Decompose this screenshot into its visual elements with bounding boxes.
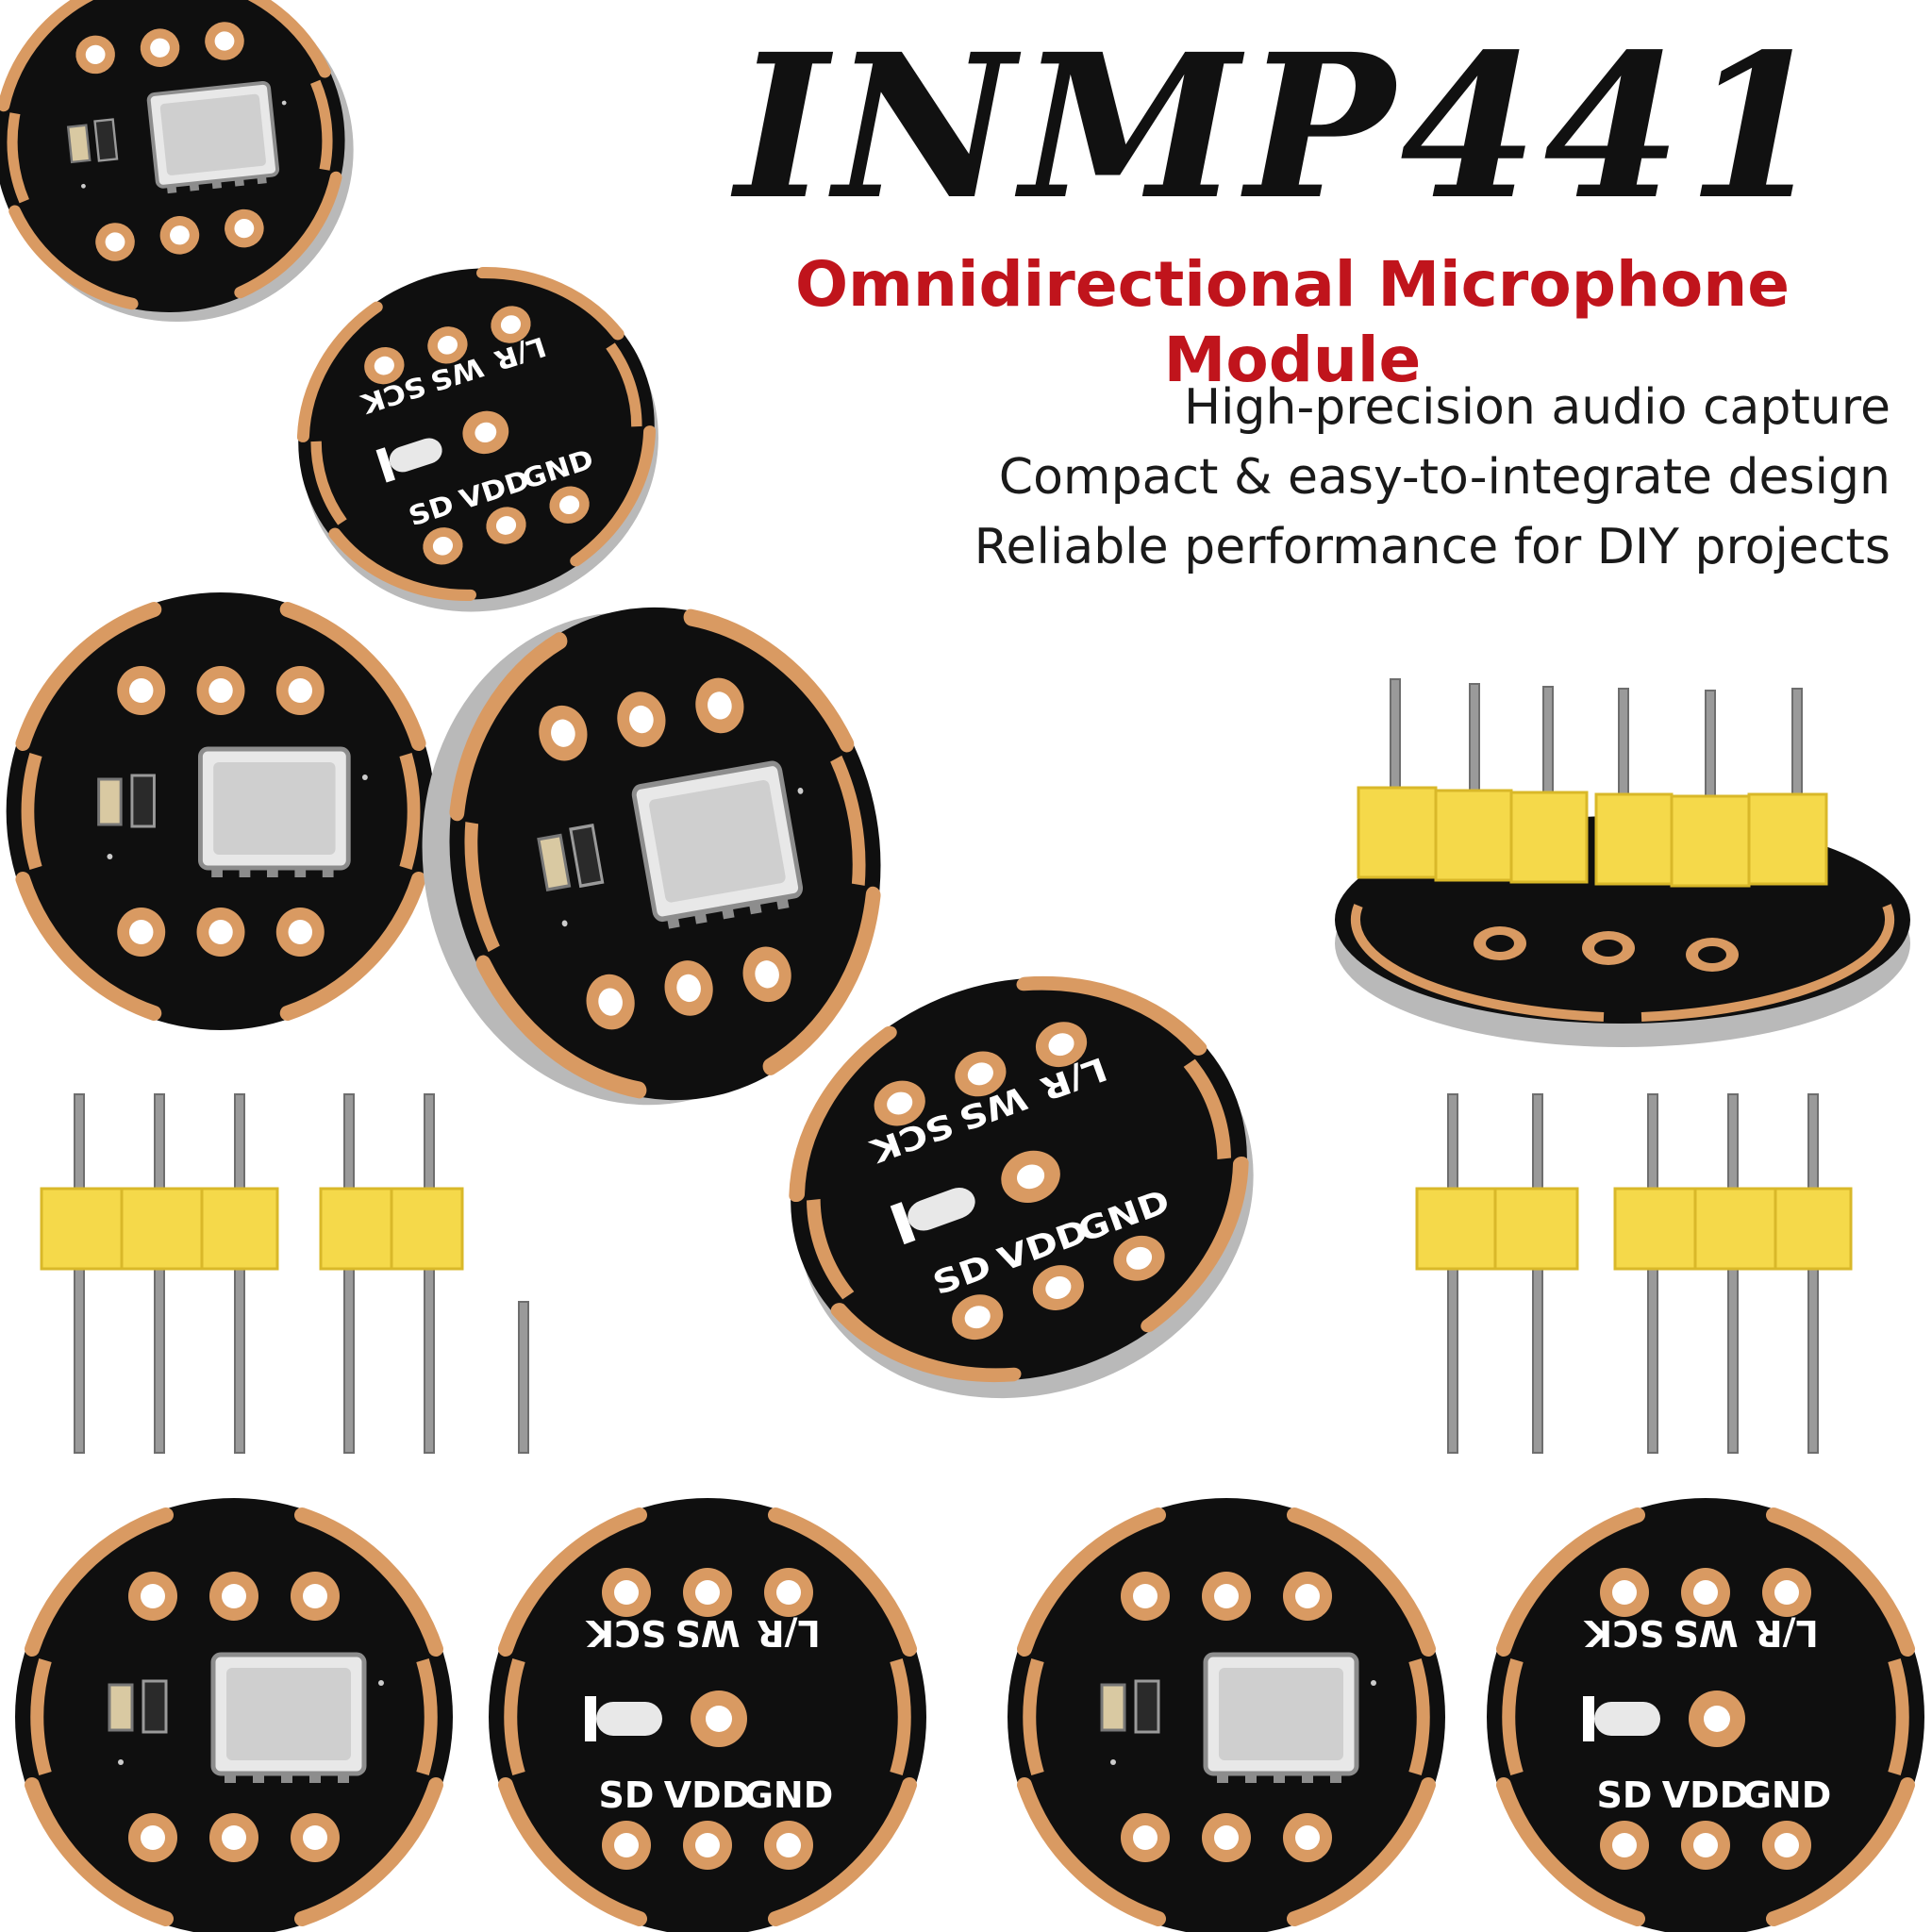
product-subtitle: Omnidirectional Microphone Module [794,248,1790,396]
board-bottom-1-front [15,1498,453,1932]
pin-label-sck: SCK [1583,1612,1664,1654]
pin-label-lr: L/R [1755,1612,1818,1654]
board-middle-center-back: SCK WS L/R SD VDD GND [733,915,1310,1461]
board-bottom-4-back: SCK WS L/R SD VDD GND [1487,1498,1924,1932]
pin-label-gnd: GND [744,1774,834,1816]
product-title: INMP441 [735,10,1831,243]
board-bottom-2-back: SCK WS L/R SD VDD GND [489,1498,926,1932]
feature-item: Reliable performance for DIY projects [974,519,1890,575]
board-middle-left-front [7,592,436,1030]
pin-label-vdd: VDD [664,1774,752,1816]
board-bottom-3-front [1008,1498,1445,1932]
loose-header-right-b [1613,1092,1853,1455]
pin-label-sck: SCK [585,1612,666,1654]
board-middle-center-front [384,573,920,1139]
feature-item: Compact & easy-to-integrate design [998,449,1890,506]
pin-label-ws: WS [675,1612,740,1654]
pin-label-ws: WS [1673,1612,1738,1654]
feature-list: High-precision audio capture Compact & e… [853,373,1890,582]
loose-header-left-b [319,1093,529,1454]
loose-header-left-a [40,1092,279,1455]
board-top-left-front [0,0,371,340]
pin-label-gnd: GND [1742,1774,1832,1816]
pin-label-vdd: VDD [1662,1774,1750,1816]
board-top-left-back: SCK WS L/R SD VDD GND [255,223,702,658]
loose-header-right-a [1415,1093,1579,1454]
board-with-header [1335,678,1910,1047]
pin-label-lr: L/R [757,1612,820,1654]
pin-label-sd: SD [1597,1774,1653,1816]
feature-item: High-precision audio capture [1183,379,1890,436]
pin-label-sd: SD [599,1774,655,1816]
